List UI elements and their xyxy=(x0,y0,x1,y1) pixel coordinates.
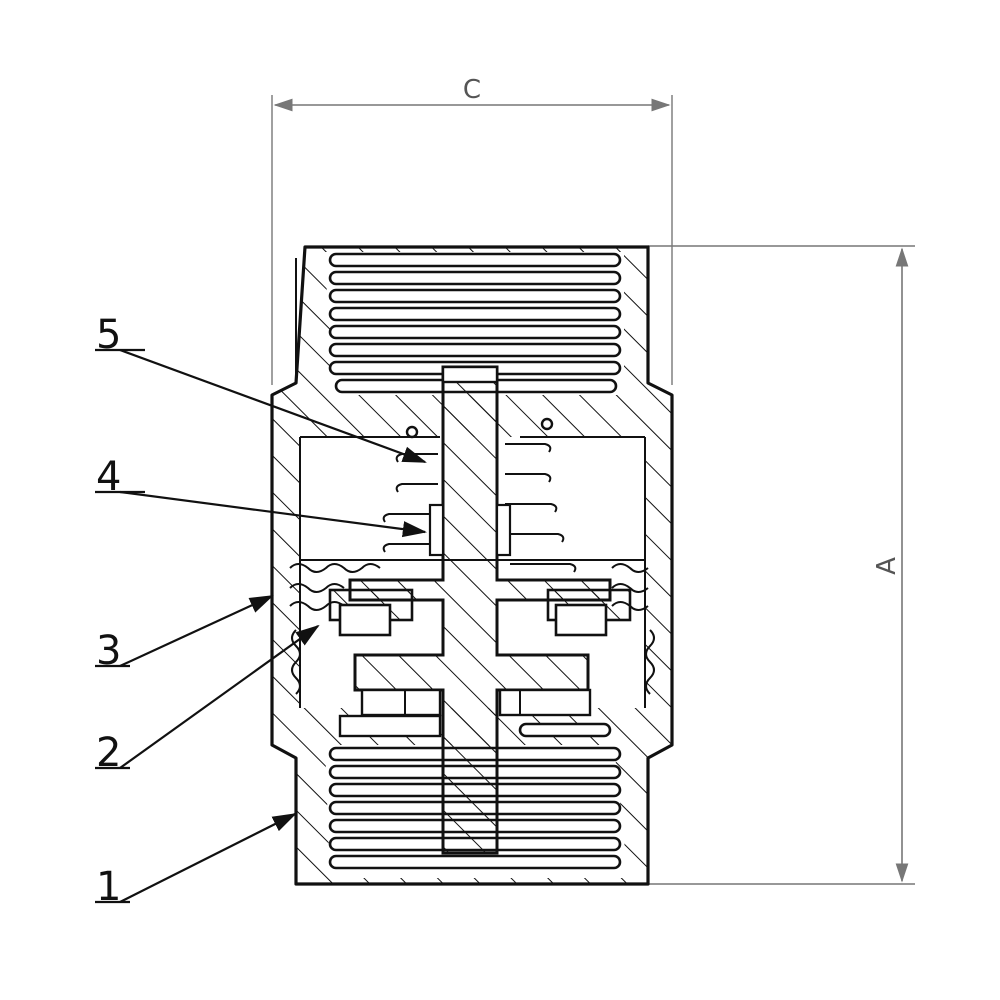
callout-label-3: 3 xyxy=(96,628,121,674)
callout-label-1: 1 xyxy=(96,864,121,910)
callout-1: 1 xyxy=(95,813,297,910)
valve-stem xyxy=(348,365,612,855)
callout-5: 5 xyxy=(95,312,427,464)
callout-4: 4 xyxy=(95,454,427,538)
top-internal-thread xyxy=(328,252,622,394)
callout-2: 2 xyxy=(95,624,320,776)
body-outline xyxy=(270,245,674,886)
spring-right-coils xyxy=(505,417,577,573)
callout-label-5: 5 xyxy=(96,312,121,358)
callout-label-2: 2 xyxy=(96,730,121,776)
stem-guide xyxy=(338,688,592,738)
dimension-c: C xyxy=(271,75,673,385)
spring xyxy=(382,417,577,573)
spring-left-coils xyxy=(382,425,438,553)
callout-3: 3 xyxy=(95,595,274,674)
callout-label-4: 4 xyxy=(96,454,121,500)
dimension-label-c: C xyxy=(463,75,481,105)
dimension-a: A xyxy=(648,245,915,885)
dimension-label-a: A xyxy=(872,557,902,575)
